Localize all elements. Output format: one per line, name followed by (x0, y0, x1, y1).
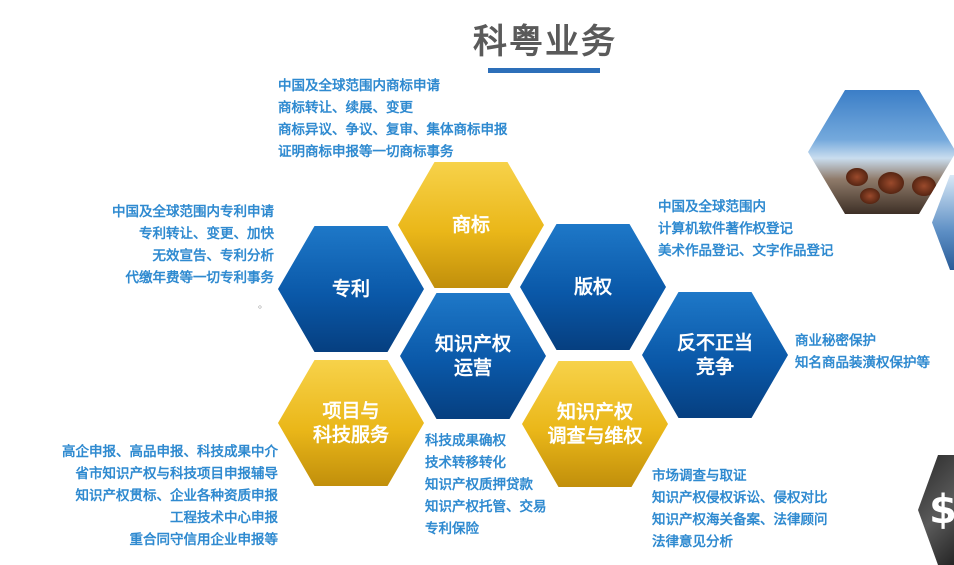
dollar-icon: $ (929, 487, 954, 533)
list-item: 计算机软件著作权登记 (658, 221, 793, 237)
list-item: 知识产权质押贷款 (425, 477, 533, 493)
page-title: 科粤业务 (473, 22, 617, 62)
list-item: 知识产权海关备案、法律顾问 (652, 512, 828, 528)
operation-list: 科技成果确权 技术转移转化 知识产权质押贷款 知识产权托管、交易 专利保险 (425, 430, 547, 540)
list-item: 知名商品装潢权保护等 (795, 355, 930, 371)
list-item: 高企申报、高品申报、科技成果中介 (62, 444, 278, 460)
hex-project-services[interactable]: 项目与 科技服务 (278, 360, 424, 486)
list-item: 无效宣告、专利分析 (152, 248, 275, 264)
list-item: 商标异议、争议、复审、集体商标申报 (278, 122, 508, 138)
stray-dot: 。 (258, 300, 268, 311)
hex-copyright[interactable]: 版权 (520, 224, 666, 350)
hex-trademark[interactable]: 商标 (398, 162, 544, 288)
list-item: 专利保险 (425, 521, 479, 537)
trademark-list: 中国及全球范围内商标申请 商标转让、续展、变更 商标异议、争议、复审、集体商标申… (278, 75, 508, 163)
hex-unfair-competition[interactable]: 反不正当 竞争 (642, 292, 788, 418)
project-list: 高企申报、高品申报、科技成果中介 省市知识产权与科技项目申报辅导 知识产权贯标、… (20, 441, 278, 551)
list-item: 知识产权侵权诉讼、侵权对比 (652, 490, 828, 506)
list-item: 代缴年费等一切专利事务 (125, 270, 275, 286)
sky-photo-hex (932, 175, 954, 270)
list-item: 商标转让、续展、变更 (278, 100, 413, 116)
unfair-competition-list: 商业秘密保护 知名商品装潢权保护等 (795, 330, 930, 374)
list-item: 法律意见分析 (652, 534, 733, 550)
list-item: 重合同守信用企业申报等 (129, 532, 279, 548)
list-item: 美术作品登记、文字作品登记 (658, 243, 834, 259)
investigation-list: 市场调查与取证 知识产权侵权诉讼、侵权对比 知识产权海关备案、法律顾问 法律意见… (652, 465, 828, 553)
hex-patent[interactable]: 专利 (278, 226, 424, 352)
list-item: 工程技术中心申报 (170, 510, 278, 526)
copyright-list: 中国及全球范围内 计算机软件著作权登记 美术作品登记、文字作品登记 (658, 196, 834, 262)
dollar-photo-hex: $ (918, 455, 954, 565)
list-item: 科技成果确权 (425, 433, 506, 449)
list-item: 知识产权贯标、企业各种资质申报 (75, 488, 279, 504)
hex-ip-operation[interactable]: 知识产权 运营 (400, 293, 546, 419)
title-underline (488, 68, 600, 73)
list-item: 知识产权托管、交易 (425, 499, 547, 515)
list-item: 中国及全球范围内商标申请 (278, 78, 440, 94)
list-item: 中国及全球范围内专利申请 (112, 204, 274, 220)
list-item: 专利转让、变更、加快 (139, 226, 274, 242)
list-item: 中国及全球范围内 (658, 199, 766, 215)
list-item: 省市知识产权与科技项目申报辅导 (75, 466, 279, 482)
list-item: 技术转移转化 (425, 455, 506, 471)
list-item: 证明商标申报等一切商标事务 (278, 144, 454, 160)
patent-list: 中国及全球范围内专利申请 专利转让、变更、加快 无效宣告、专利分析 代缴年费等一… (40, 201, 274, 289)
list-item: 商业秘密保护 (795, 333, 876, 349)
list-item: 市场调查与取证 (652, 468, 747, 484)
